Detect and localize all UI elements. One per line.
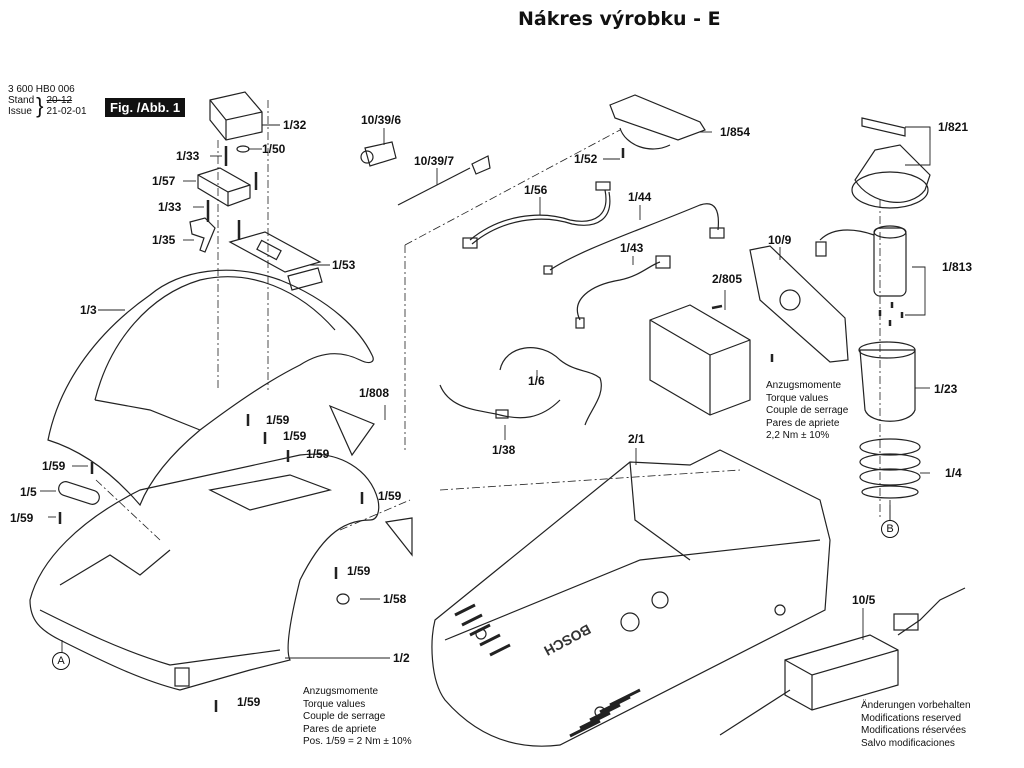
label-2-1: 2/1 [628,432,645,446]
bosch-logo-text: BOSCH [541,621,593,659]
torque-note-right: Anzugsmomente Torque values Couple de se… [766,380,848,443]
label-1-59-h: 1/59 [237,695,261,709]
torque-line: Pos. 1/59 = 2 Nm ± 10% [303,736,412,747]
modifications-note: Änderungen vorbehalten Modifications res… [861,700,971,750]
label-1-813: 1/813 [942,260,973,274]
screws-1-59 [58,414,364,712]
label-1-50: 1/50 [262,142,286,156]
label-10-9: 10/9 [768,233,792,247]
part-2-805-module [649,304,774,416]
modifications-line: Modifications reserved [861,712,962,724]
stand-label: Stand [8,95,35,106]
label-1-32: 1/32 [283,118,307,132]
part-10-39-6-connector [360,141,397,167]
label-1-35: 1/35 [152,233,176,247]
part-1-3-hood [47,269,374,507]
part-10-5-power-supply [719,587,966,736]
screws-1-813 [878,302,904,326]
label-1-44: 1/44 [628,190,652,204]
springs-1-33 [206,146,258,240]
part-1-813-motor [815,225,907,297]
modifications-line: Modifications réservées [861,725,967,736]
label-1-53: 1/53 [332,258,356,272]
marker-b: B [881,520,899,538]
label-1-4: 1/4 [945,466,962,480]
part-1-53-panel [228,231,323,291]
label-1-38: 1/38 [492,443,516,457]
label-1-808: 1/808 [359,386,390,400]
part-1-50-washer [236,145,250,153]
part-1-35-switch [189,217,216,253]
part-1-23-housing [858,341,916,422]
part-10-39-7-cable [397,155,491,206]
label-1-59-d: 1/59 [42,459,66,473]
part-1-821-knob [851,117,931,209]
label-2-805: 2/805 [712,272,743,286]
part-1-2-chassis-cover [29,453,380,691]
alignment-lines [95,100,881,541]
label-1-59-c: 1/59 [306,447,330,461]
torque-line: Pares de apriete [303,723,377,735]
part-number: 3 600 HB0 006 [8,84,75,95]
label-1-23: 1/23 [934,382,958,396]
part-1-32-cap [209,91,263,141]
torque-line: Anzugsmomente [303,686,379,697]
torque-line: Couple de serrage [766,405,849,416]
label-10-5: 10/5 [852,593,876,607]
label-1-854: 1/854 [720,125,751,139]
torque-line: Couple de serrage [303,711,386,722]
label-1-33-upper: 1/33 [176,149,200,163]
part-1-4-spring [859,438,921,499]
page-title: Nákres výrobku - E [518,8,721,30]
part-1-808-windows [328,404,413,557]
label-1-59-b: 1/59 [283,429,307,443]
part-1-5-badge [58,481,100,505]
part-1-58-cap [336,593,350,605]
issue-value: 21-02-01 [46,106,87,117]
part-1-854-pcb [609,94,706,158]
torque-line: Pares de apriete [766,417,840,429]
part-10-9-bracket [749,245,849,363]
label-1-33-lower: 1/33 [158,200,182,214]
torque-line: 2,2 Nm ± 10% [766,430,830,441]
label-1-59-f: 1/59 [378,489,402,503]
part-2-1-base-plate [431,449,831,747]
label-1-59-e: 1/59 [10,511,34,525]
label-1-59-a: 1/59 [266,413,290,427]
torque-line: Torque values [766,392,829,404]
label-1-58: 1/58 [383,592,407,606]
label-1-2: 1/2 [393,651,410,665]
label-1-59-g: 1/59 [347,564,371,578]
part-1-57-holder [197,167,251,207]
torque-line: Torque values [303,698,366,710]
marker-a: A [52,652,70,670]
label-1-821: 1/821 [938,120,969,134]
label-10-39-6: 10/39/6 [361,113,402,127]
brace-glyph: } [36,93,44,118]
stand-issue-block: Stand Issue } 20-12 21-02-01 [8,93,87,118]
label-1-43: 1/43 [620,241,644,255]
label-1-57: 1/57 [152,174,176,188]
label-10-39-7: 10/39/7 [414,154,455,168]
label-1-56: 1/56 [524,183,548,197]
torque-line: Anzugsmomente [766,380,842,391]
document-meta: 3 600 HB0 006 Stand Issue } 20-12 21-02-… [8,84,87,117]
issue-label: Issue [8,106,32,117]
label-1-52: 1/52 [574,152,598,166]
modifications-line: Änderungen vorbehalten [861,700,971,711]
cable-harnesses [439,181,725,426]
figure-badge: Fig. /Abb. 1 [105,98,186,117]
stand-value: 20-12 [46,95,73,106]
label-1-5: 1/5 [20,485,37,499]
torque-note-bottom: Anzugsmomente Torque values Couple de se… [303,686,412,749]
leader-lines [40,124,931,659]
label-1-3: 1/3 [80,303,97,317]
modifications-line: Salvo modificaciones [861,737,955,749]
label-1-6: 1/6 [528,374,545,388]
